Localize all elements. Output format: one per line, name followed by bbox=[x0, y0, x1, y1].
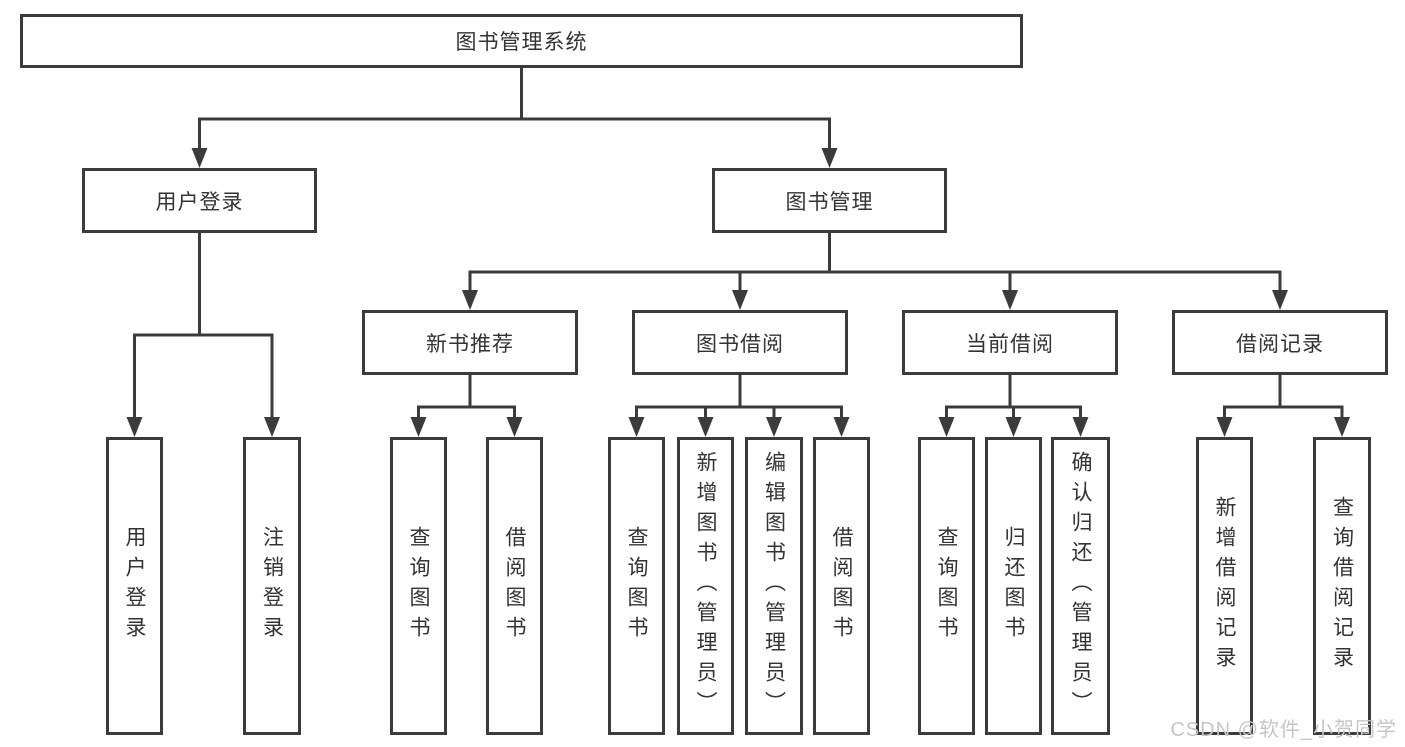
node-book-management: 图书管理 bbox=[712, 168, 947, 233]
watermark: CSDN @软件_小贺同学 bbox=[1170, 719, 1397, 741]
connector-borrow-records-children bbox=[1216, 373, 1350, 437]
node-label: 确认归还（管理员） bbox=[1069, 451, 1092, 721]
node-label: 图书管理系统 bbox=[455, 31, 588, 54]
connector-new-book-children bbox=[410, 373, 523, 437]
node-label: 用户登录 bbox=[155, 190, 244, 214]
node-root-system: 图书管理系统 bbox=[20, 14, 1023, 68]
connector-book-borrow-children bbox=[628, 373, 850, 437]
node-leaf-return-book: 归还图书 bbox=[985, 437, 1042, 735]
node-label: 新增借阅记录 bbox=[1213, 496, 1236, 676]
node-label: 编辑图书（管理员） bbox=[762, 451, 786, 721]
node-leaf-borrow-book-1: 借阅图书 bbox=[486, 437, 543, 735]
connector-root-to-level1 bbox=[191, 66, 838, 168]
node-label: 图书借阅 bbox=[696, 332, 784, 356]
node-label: 借阅图书 bbox=[830, 526, 853, 646]
connector-current-borrow-children bbox=[938, 373, 1089, 437]
node-leaf-add-book-admin: 新增图书（管理员） bbox=[677, 437, 734, 735]
node-leaf-edit-book-admin: 编辑图书（管理员） bbox=[745, 437, 803, 735]
node-label: 当前借阅 bbox=[966, 332, 1054, 356]
node-label: 借阅图书 bbox=[503, 526, 526, 646]
node-leaf-borrow-book-2: 借阅图书 bbox=[813, 437, 870, 735]
node-label: 借阅记录 bbox=[1236, 332, 1324, 356]
connector-book-management-children bbox=[462, 231, 1288, 310]
node-label: 图书管理 bbox=[785, 190, 874, 214]
node-new-book-recommend: 新书推荐 bbox=[362, 310, 578, 375]
node-borrow-records: 借阅记录 bbox=[1172, 310, 1388, 375]
node-current-borrow: 当前借阅 bbox=[902, 310, 1118, 375]
node-leaf-query-book-3: 查询图书 bbox=[918, 437, 975, 735]
node-label: 新书推荐 bbox=[426, 332, 514, 356]
node-label: 用户登录 bbox=[123, 526, 146, 646]
node-leaf-query-book-2: 查询图书 bbox=[608, 437, 665, 735]
node-leaf-query-borrow-record: 查询借阅记录 bbox=[1313, 437, 1371, 735]
node-label: 查询图书 bbox=[625, 526, 648, 646]
node-user-login: 用户登录 bbox=[82, 168, 317, 233]
node-leaf-logout: 注销登录 bbox=[243, 437, 301, 735]
node-label: 新增图书（管理员） bbox=[694, 451, 717, 721]
node-leaf-user-login: 用户登录 bbox=[106, 437, 163, 735]
node-leaf-query-book-1: 查询图书 bbox=[390, 437, 447, 735]
node-leaf-confirm-return-admin: 确认归还（管理员） bbox=[1051, 437, 1110, 735]
node-label: 查询借阅记录 bbox=[1330, 496, 1354, 676]
node-label: 归还图书 bbox=[1002, 526, 1025, 646]
node-book-borrow: 图书借阅 bbox=[632, 310, 848, 375]
node-leaf-add-borrow-record: 新增借阅记录 bbox=[1196, 437, 1253, 735]
node-label: 查询图书 bbox=[935, 526, 958, 646]
connector-user-login-children bbox=[126, 231, 280, 437]
node-label: 查询图书 bbox=[407, 526, 430, 646]
node-label: 注销登录 bbox=[260, 526, 284, 646]
